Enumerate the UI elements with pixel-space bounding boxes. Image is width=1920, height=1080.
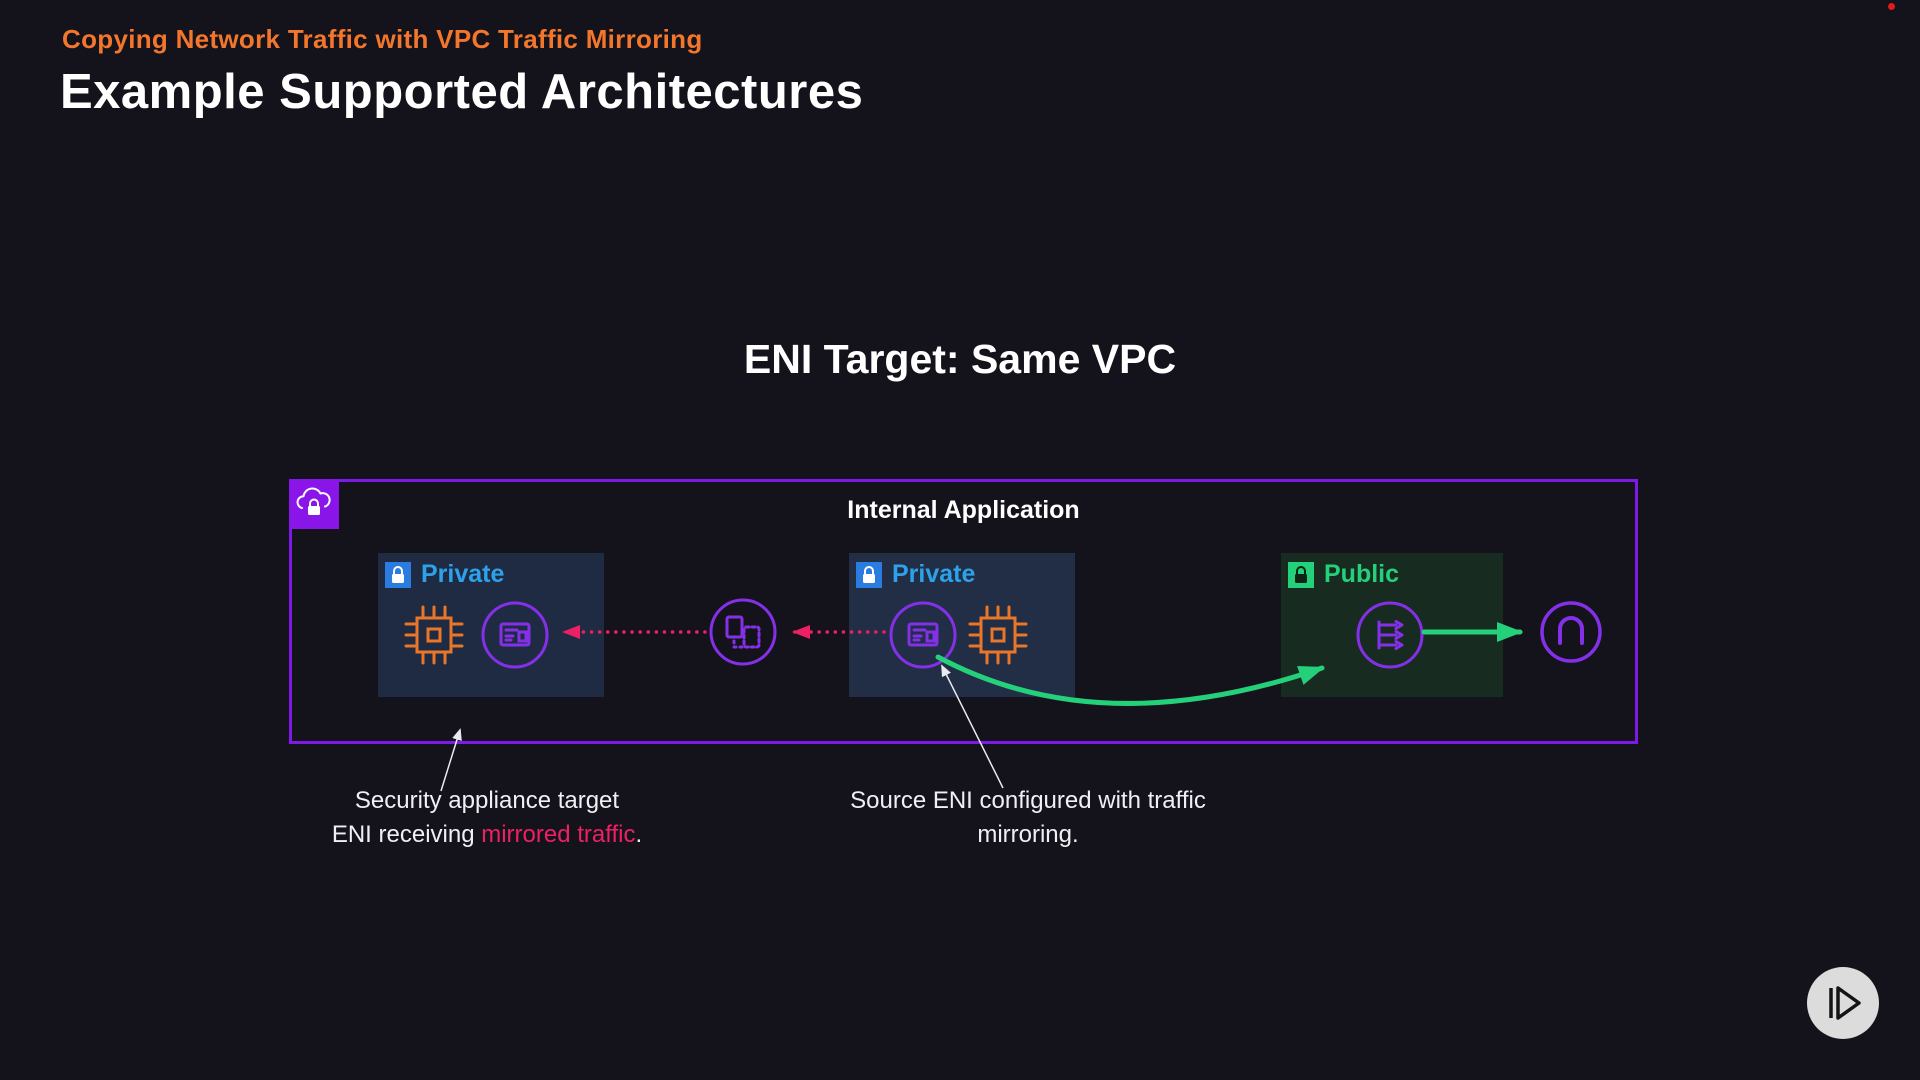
annotation-line: Source ENI configured with traffic [850,787,1206,814]
subnet-public: Public [1281,553,1503,697]
traffic-mirror-icon [709,598,777,666]
subnet-header: Public [1288,560,1399,589]
recording-indicator-dot [1888,3,1895,10]
security-appliance-chip-icon [404,605,464,665]
mirrored-traffic-highlight: mirrored traffic [481,821,636,848]
vpc-cloud-lock-icon [296,487,331,515]
subnet-header: Private [856,560,975,589]
page-title: Example Supported Architectures [60,65,864,119]
public-lock-icon [1288,561,1314,588]
subnet-header: Private [385,560,504,589]
annotation-line: ENI receiving mirrored traffic. [331,821,643,848]
vpc-label: Internal Application [847,496,1080,524]
slide-kicker: Copying Network Traffic with VPC Traffic… [62,24,703,54]
private-lock-icon [856,561,882,588]
subnet-label: Private [892,560,976,588]
pluralsight-logo [1807,967,1879,1039]
subnet-label: Public [1324,560,1400,588]
private-lock-icon [385,561,411,588]
subnet-label: Private [421,560,505,588]
internet-gateway-icon [1540,601,1602,663]
annotation-line: mirroring. [977,821,1079,848]
target-eni-icon [481,601,549,669]
ec2-chip-icon [968,605,1028,665]
diagram-heading: ENI Target: Same VPC [743,336,1177,382]
annotation-target-eni: Security appliance target ENI receiving … [262,784,712,852]
source-eni-icon [889,601,957,669]
router-icon [1356,601,1424,669]
vpc-boundary: Internal Application Private [289,479,1638,744]
vpc-cloud-badge [289,479,339,529]
subnet-private-middle: Private [849,553,1075,697]
subnet-private-left: Private [378,553,604,697]
annotation-line: Security appliance target [354,787,620,814]
annotation-source-eni: Source ENI configured with traffic mirro… [803,784,1253,852]
